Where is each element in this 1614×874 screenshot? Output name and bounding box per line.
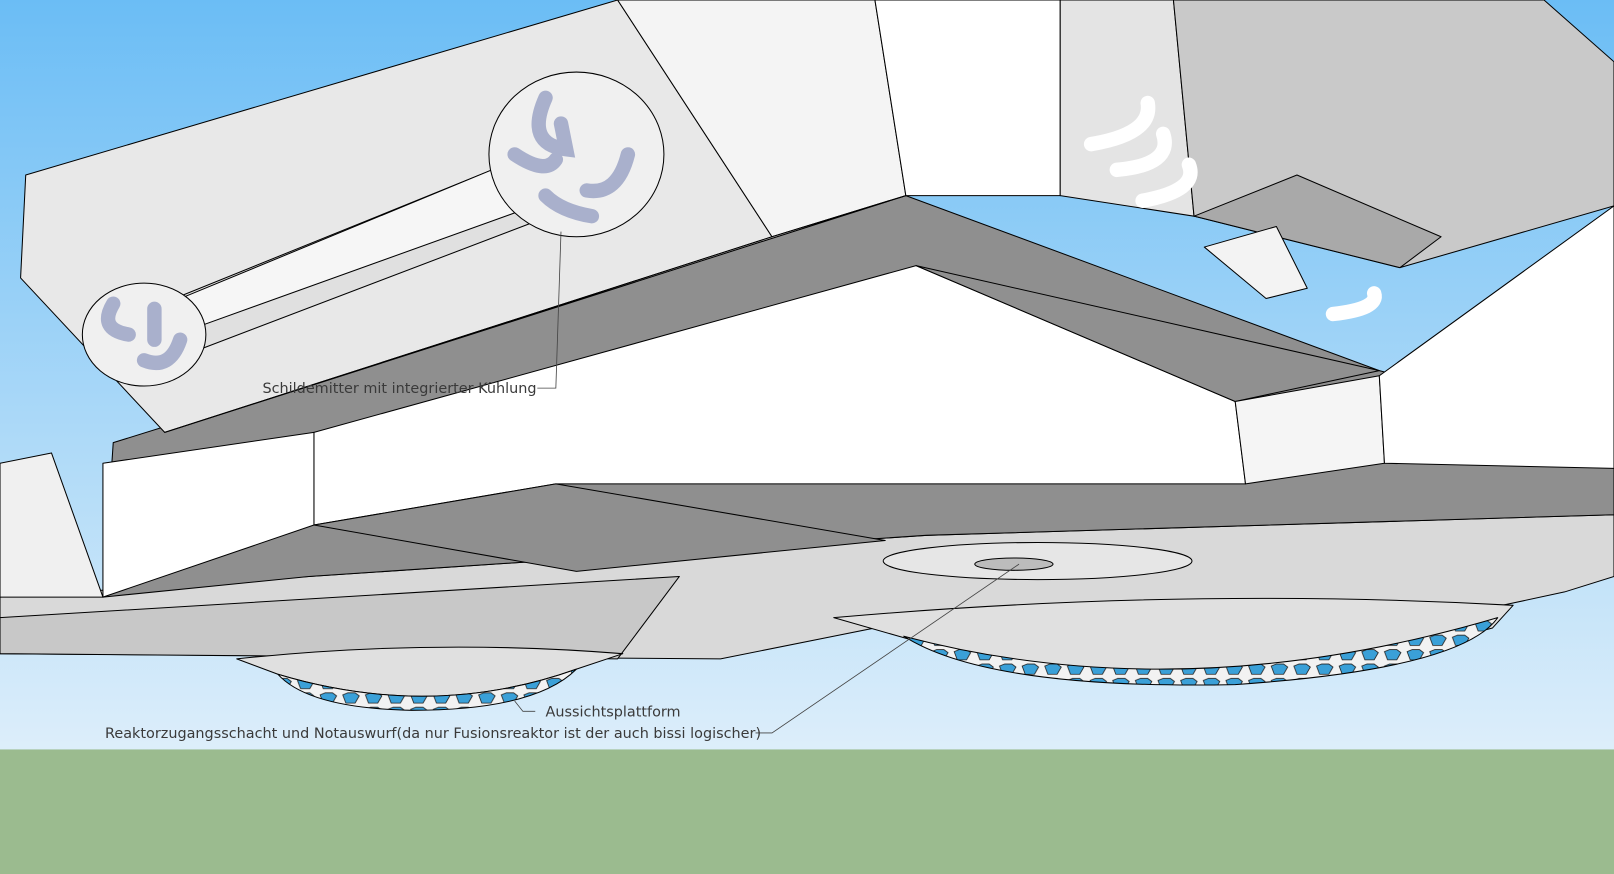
ground [0, 749, 1614, 874]
cooling-pipes [1083, 95, 1382, 322]
annotation-reactor-shaft: Reaktorzugangsschacht und Notauswurf(da … [105, 726, 761, 742]
shield-emitter-ring [488, 71, 665, 238]
spaceship-hull [0, 0, 1614, 711]
annotation-leaders [514, 231, 1020, 734]
shield-emitter-ring [81, 282, 207, 387]
annotation-observation-platform: Aussichtsplattform [546, 704, 681, 720]
annotation-shield-emitter: Schildemitter mit integrierter Kühlung [262, 381, 536, 397]
observation-platform-large [903, 617, 1499, 686]
cooling-pipes [100, 90, 636, 371]
observation-platform-small [277, 668, 577, 711]
